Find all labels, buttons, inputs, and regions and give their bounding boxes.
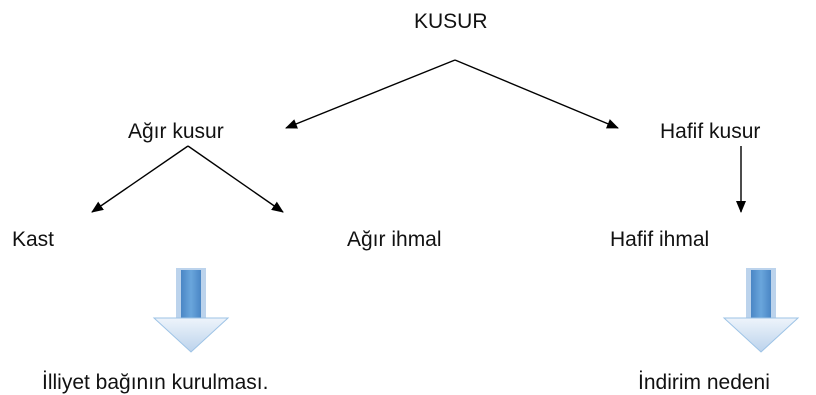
node-agir-ihmal: Ağır ihmal [347,228,442,251]
node-hafif-ihmal: Hafif ihmal [610,228,710,251]
arrow-root-to-heavy [285,59,456,129]
block-arrow-down-right [722,268,800,353]
arrow-heavy-to-kast [91,145,189,213]
node-agir-kusur: Ağır kusur [128,120,224,143]
arrow-heavy-to-heavy-negligence [187,145,284,213]
arrow-root-to-light [454,59,619,129]
node-kusur: KUSUR [414,10,488,33]
outcome-indirim: İndirim nedeni [638,371,770,394]
block-arrow-down-left [152,268,230,353]
node-hafif-kusur: Hafif kusur [660,120,761,143]
node-kast: Kast [12,228,55,251]
outcome-illiyet: İlliyet bağının kurulması. [42,371,269,394]
